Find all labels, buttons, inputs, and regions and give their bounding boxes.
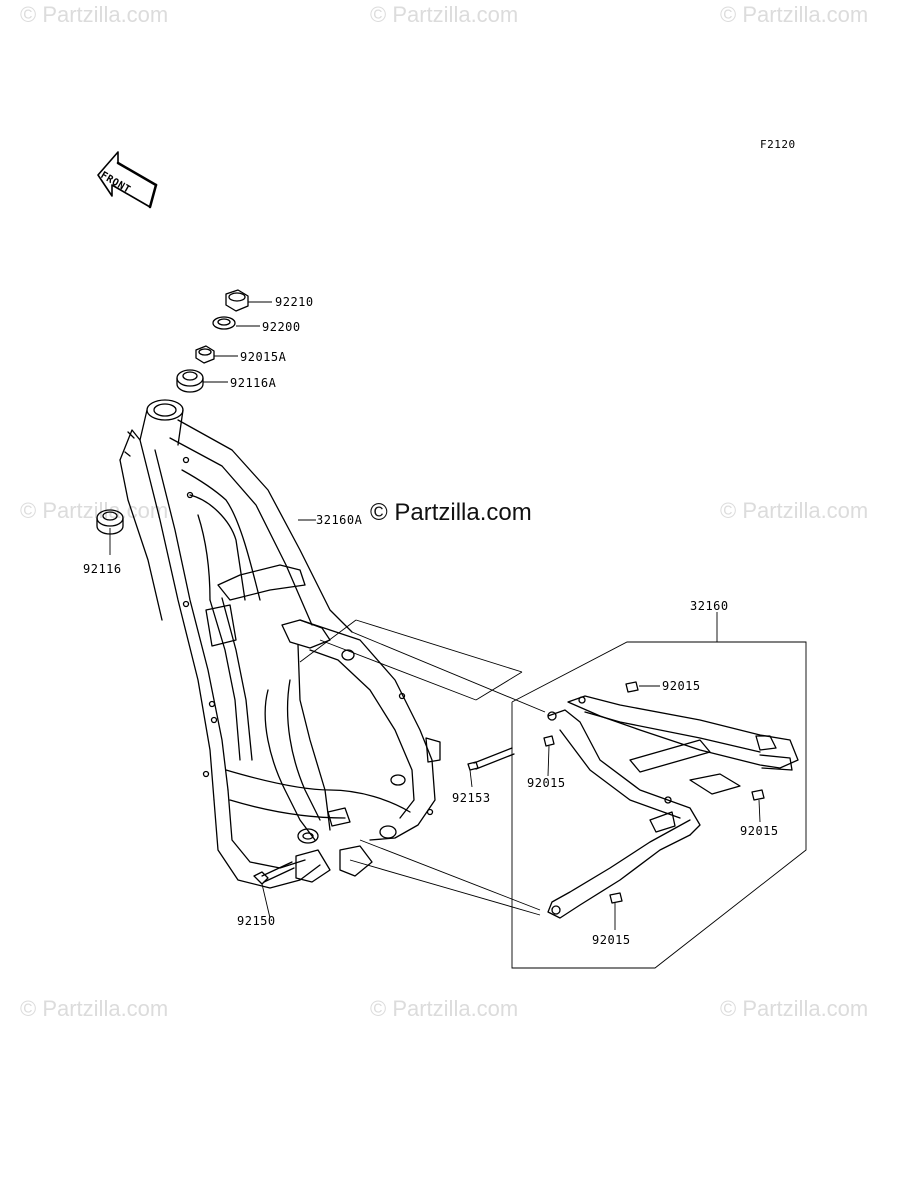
watermark: © Partzilla.com	[20, 996, 169, 1021]
watermark: © Partzilla.com	[720, 498, 869, 523]
bolt-92015-icon	[543, 681, 765, 904]
rear-subframe-32160	[547, 695, 799, 919]
part-label-92015[interactable]: 92015	[662, 679, 701, 693]
part-label-92116A[interactable]: 92116A	[230, 376, 277, 390]
part-label-32160A[interactable]: 32160A	[316, 513, 363, 527]
nut-92210-icon	[225, 289, 249, 312]
watermark-center: © Partzilla.com	[370, 499, 532, 526]
watermark: © Partzilla.com	[20, 2, 169, 27]
washer-92200-icon	[212, 316, 236, 330]
part-label-92210[interactable]: 92210	[275, 295, 314, 309]
part-label-92116[interactable]: 92116	[83, 562, 122, 576]
part-label-92153[interactable]: 92153	[452, 791, 491, 805]
bolt-92150-icon	[253, 861, 295, 885]
part-label-92015A[interactable]: 92015A	[240, 350, 287, 364]
part-label-92015[interactable]: 92015	[527, 776, 566, 790]
bolt-92153-icon	[467, 747, 515, 771]
part-label-92200[interactable]: 92200	[262, 320, 301, 334]
watermark: © Partzilla.com	[370, 2, 519, 27]
part-label-92015[interactable]: 92015	[592, 933, 631, 947]
main-frame-32160A	[119, 399, 441, 889]
watermark: © Partzilla.com	[370, 996, 519, 1021]
watermark: © Partzilla.com	[720, 996, 869, 1021]
front-arrow-icon	[97, 151, 158, 209]
nut-92015A-icon	[195, 345, 215, 364]
watermark: © Partzilla.com	[720, 2, 869, 27]
part-label-32160[interactable]: 32160	[690, 599, 729, 613]
part-label-92150[interactable]: 92150	[237, 914, 276, 928]
watermark: © Partzilla.com	[20, 498, 169, 523]
bearing-92116A-icon	[176, 369, 204, 393]
part-label-92015[interactable]: 92015	[740, 824, 779, 838]
figure-code: F2120	[760, 138, 796, 151]
